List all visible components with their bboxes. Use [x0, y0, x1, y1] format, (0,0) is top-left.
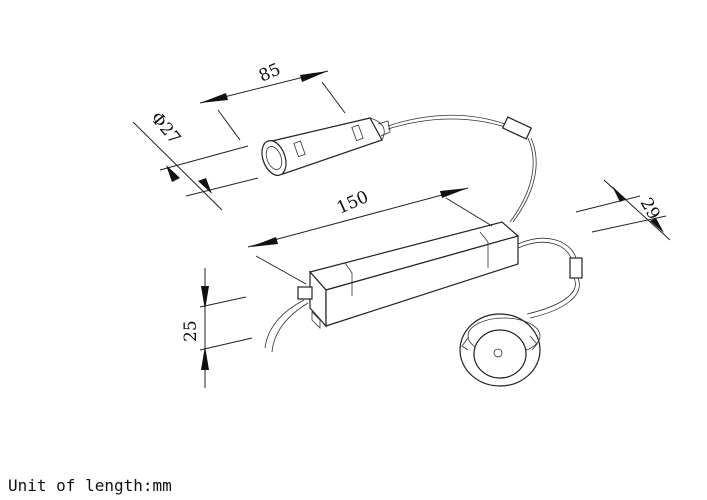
dimension-25: 25 [181, 268, 253, 388]
driver-box [297, 221, 520, 329]
dimension-29: 29 [575, 179, 671, 241]
battery-cylinder [261, 117, 391, 176]
unit-note: Unit of length:mm [8, 476, 172, 495]
dimension-label-29: 29 [636, 195, 664, 224]
dimension-label-diameter: Φ27 [146, 108, 184, 148]
dimension-label-85: 85 [256, 59, 284, 86]
cable-upper [387, 114, 537, 223]
dimension-diameter-27: Φ27 [132, 108, 259, 211]
dimension-label-150: 150 [334, 187, 372, 218]
dimension-label-25: 25 [181, 320, 201, 342]
round-downlight [459, 313, 541, 387]
cable-lower [517, 237, 583, 319]
dimension-85: 85 [199, 59, 346, 141]
cable-input [264, 299, 309, 353]
